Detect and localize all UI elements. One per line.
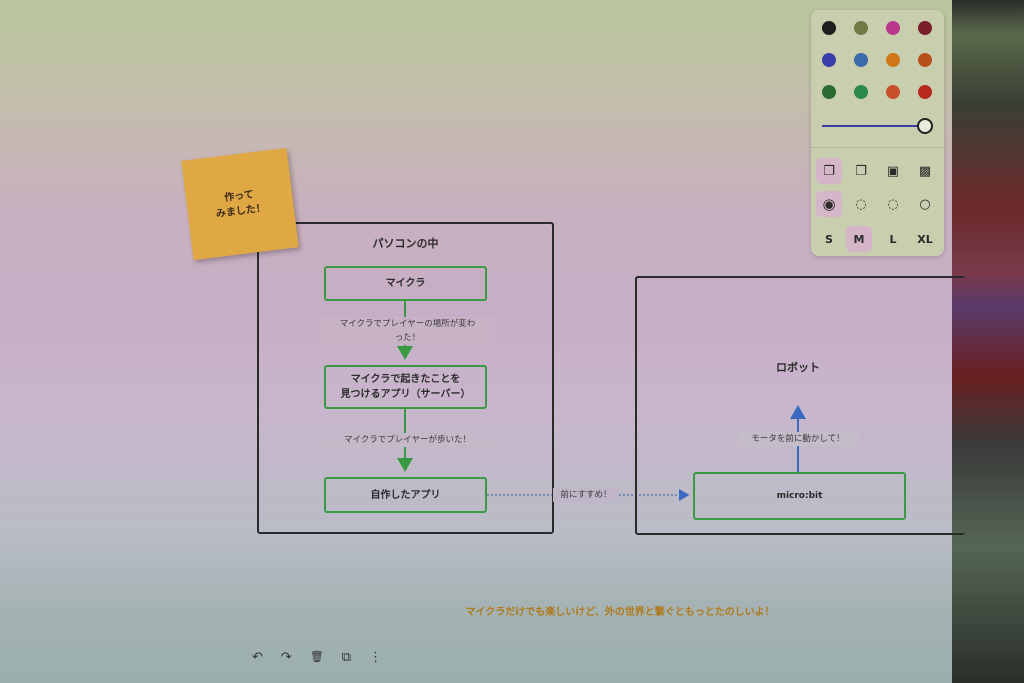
edge-label-position-changed: マイクラでプレイヤーの場所が変わ った！: [320, 317, 495, 345]
edge-label-player-walked: マイクラでプレイヤーが歩いた！: [320, 433, 495, 447]
dash-draw-button[interactable]: ◉: [816, 191, 842, 217]
fill-solid-button[interactable]: ▣: [880, 158, 906, 184]
size-xl-button[interactable]: XL: [917, 232, 933, 246]
opacity-slider-thumb[interactable]: [917, 118, 933, 134]
more-icon[interactable]: ⋮: [369, 650, 383, 665]
dash-dashed-icon: ◌: [855, 196, 867, 212]
size-s-button[interactable]: S: [825, 232, 833, 246]
frame-pc[interactable]: [257, 222, 554, 534]
color-swatch[interactable]: [822, 21, 836, 35]
color-swatch[interactable]: [918, 85, 932, 99]
redo-icon[interactable]: ↷: [280, 650, 292, 665]
fill-semi-button[interactable]: ❐: [848, 158, 874, 184]
color-swatch[interactable]: [918, 53, 932, 67]
delete-icon[interactable]: 🗑: [309, 650, 324, 663]
size-l-button[interactable]: L: [889, 232, 897, 246]
edge-label-motor-forward: モータを前に動かして！: [738, 432, 858, 446]
node-server-app[interactable]: マイクラで起きたことを 見つけるアプリ（サーバー）: [324, 365, 487, 409]
edge-label-go-forward: 前にすすめ！: [553, 488, 619, 502]
fill-semi-icon: ❐: [855, 163, 867, 179]
undo-icon[interactable]: ↶: [252, 650, 263, 665]
dash-solid-icon: ○: [919, 196, 931, 212]
duplicate-icon[interactable]: ⧉: [341, 650, 352, 665]
color-swatch[interactable]: [918, 21, 932, 35]
color-swatch[interactable]: [854, 53, 868, 67]
color-swatch[interactable]: [886, 21, 900, 35]
node-minecraft[interactable]: マイクラ: [324, 266, 487, 301]
color-swatch[interactable]: [822, 53, 836, 67]
game-window-edge: [952, 0, 1024, 683]
caption-text[interactable]: マイクラだけでも楽しいけど、外の世界と繋ぐともっとたのしいよ！: [465, 607, 775, 618]
frame-pc-title: パソコンの中: [372, 237, 439, 250]
dash-dashed-button[interactable]: ◌: [848, 191, 874, 217]
fill-none-button[interactable]: ❐: [816, 158, 842, 184]
color-swatch[interactable]: [854, 85, 868, 99]
divider: [811, 147, 944, 148]
sticky-note[interactable]: 作って みました！: [181, 147, 299, 261]
dash-dotted-button[interactable]: ◌: [880, 191, 906, 217]
frame-robot[interactable]: [635, 276, 965, 535]
fill-pattern-icon: ▩: [918, 163, 932, 179]
size-m-button[interactable]: M: [846, 226, 872, 252]
dash-dotted-icon: ◌: [887, 196, 899, 212]
dash-solid-button[interactable]: ○: [912, 191, 938, 217]
dash-draw-icon: ◉: [822, 195, 836, 213]
bottom-toolbar: ↶ ↷ 🗑 ⧉ ⋮: [252, 650, 382, 665]
style-panel: ❐ ❐ ▣ ▩ ◉ ◌ ◌ ○ S M L XL: [811, 10, 944, 256]
color-swatch[interactable]: [854, 21, 868, 35]
fill-solid-icon: ▣: [886, 163, 900, 179]
node-microbit[interactable]: micro:bit: [693, 472, 906, 520]
color-swatch[interactable]: [886, 85, 900, 99]
fill-pattern-button[interactable]: ▩: [912, 158, 938, 184]
color-swatch[interactable]: [822, 85, 836, 99]
frame-robot-title: ロボット: [776, 361, 820, 374]
fill-none-icon: ❐: [823, 163, 835, 179]
node-custom-app[interactable]: 自作したアプリ: [324, 477, 487, 513]
color-swatch[interactable]: [886, 53, 900, 67]
opacity-slider-track[interactable]: [822, 125, 926, 127]
